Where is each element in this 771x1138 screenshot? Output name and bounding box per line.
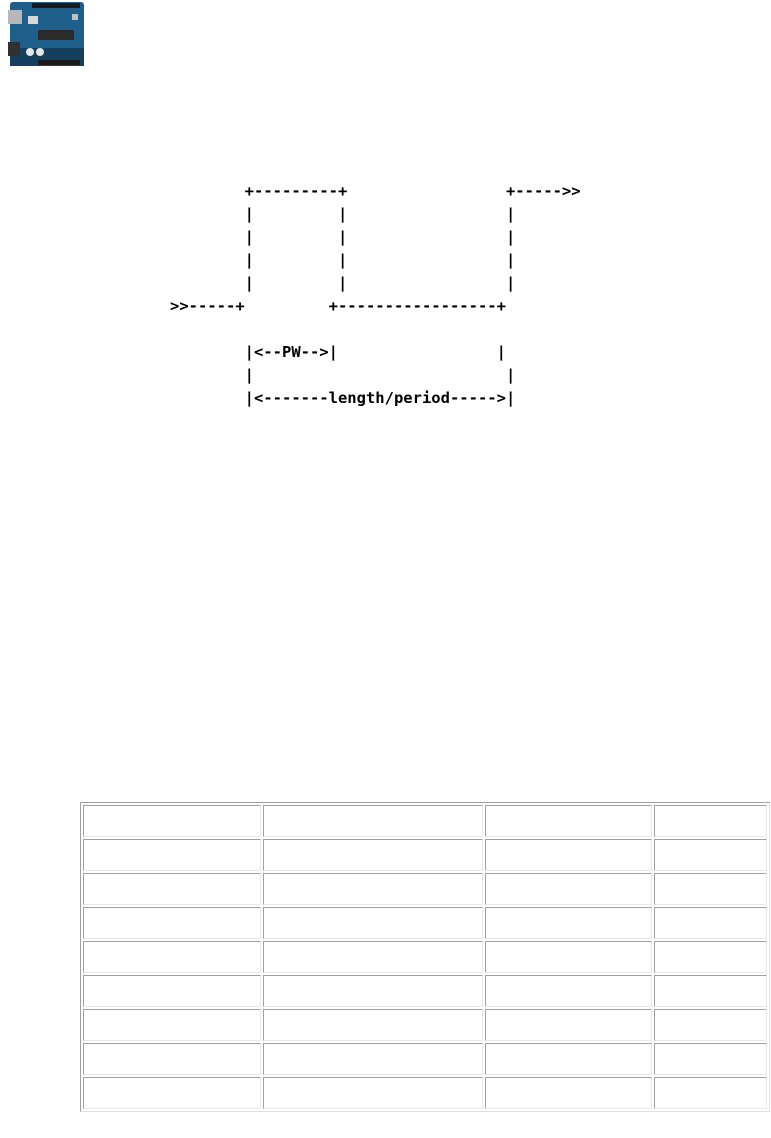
table-cell [263,805,484,837]
table-cell [653,941,767,973]
table-cell [83,975,262,1007]
table-cell [263,1077,484,1109]
table-cell [83,907,262,939]
table-cell [83,1043,262,1075]
table-cell [653,873,767,905]
small-chip [28,16,38,24]
diagram-line: +---------+ +----->> [170,182,581,200]
table-cell [485,873,652,905]
table-cell [653,907,767,939]
table-cell [485,975,652,1007]
table-cell [263,907,484,939]
table-row [83,1009,767,1041]
table-cell [653,805,767,837]
capacitor-1 [26,48,34,56]
table-row [83,941,767,973]
table-cell [485,839,652,871]
table-cell [485,1077,652,1109]
table-row [83,839,767,871]
table-cell [653,839,767,871]
table-cell [83,873,262,905]
data-table [80,802,770,1112]
table-cell [263,873,484,905]
table-cell [485,907,652,939]
table-row [83,1077,767,1109]
table-row [83,1043,767,1075]
capacitor-2 [36,48,44,56]
table-cell [653,1043,767,1075]
table-cell [653,975,767,1007]
pin-header-bottom [38,60,80,65]
diagram-line: |<-------length/period----->| [170,389,516,407]
table-cell [83,941,262,973]
table-row [83,907,767,939]
diagram-line: | | [170,366,516,384]
table-row [83,873,767,905]
table-cell [263,1009,484,1041]
table-cell [485,941,652,973]
reset-button [72,14,78,20]
table-cell [83,1077,262,1109]
table-row [83,975,767,1007]
pin-header-top [32,3,80,8]
power-jack [8,42,20,56]
table-cell [83,839,262,871]
table-cell [653,1077,767,1109]
table-cell [485,1043,652,1075]
table-cell [263,839,484,871]
table-cell [485,805,652,837]
arduino-board-icon [8,0,86,68]
usb-port [8,10,22,24]
table-cell [263,975,484,1007]
diagram-line: |<--PW-->| | [170,343,506,361]
table-cell [263,941,484,973]
diagram-line: | | | [170,228,516,246]
diagram-line: | | | [170,274,516,292]
table-row [83,805,767,837]
table-cell [83,1009,262,1041]
table-cell [263,1043,484,1075]
diagram-line: | | | [170,205,516,223]
table-cell [485,1009,652,1041]
diagram-line: >>-----+ +-----------------+ [170,297,506,315]
microcontroller-chip [38,30,74,40]
diagram-line: | | | [170,251,516,269]
pwm-waveform-diagram: +---------+ +----->> | | | | | | | | | |… [170,180,581,410]
table-cell [83,805,262,837]
table-cell [653,1009,767,1041]
